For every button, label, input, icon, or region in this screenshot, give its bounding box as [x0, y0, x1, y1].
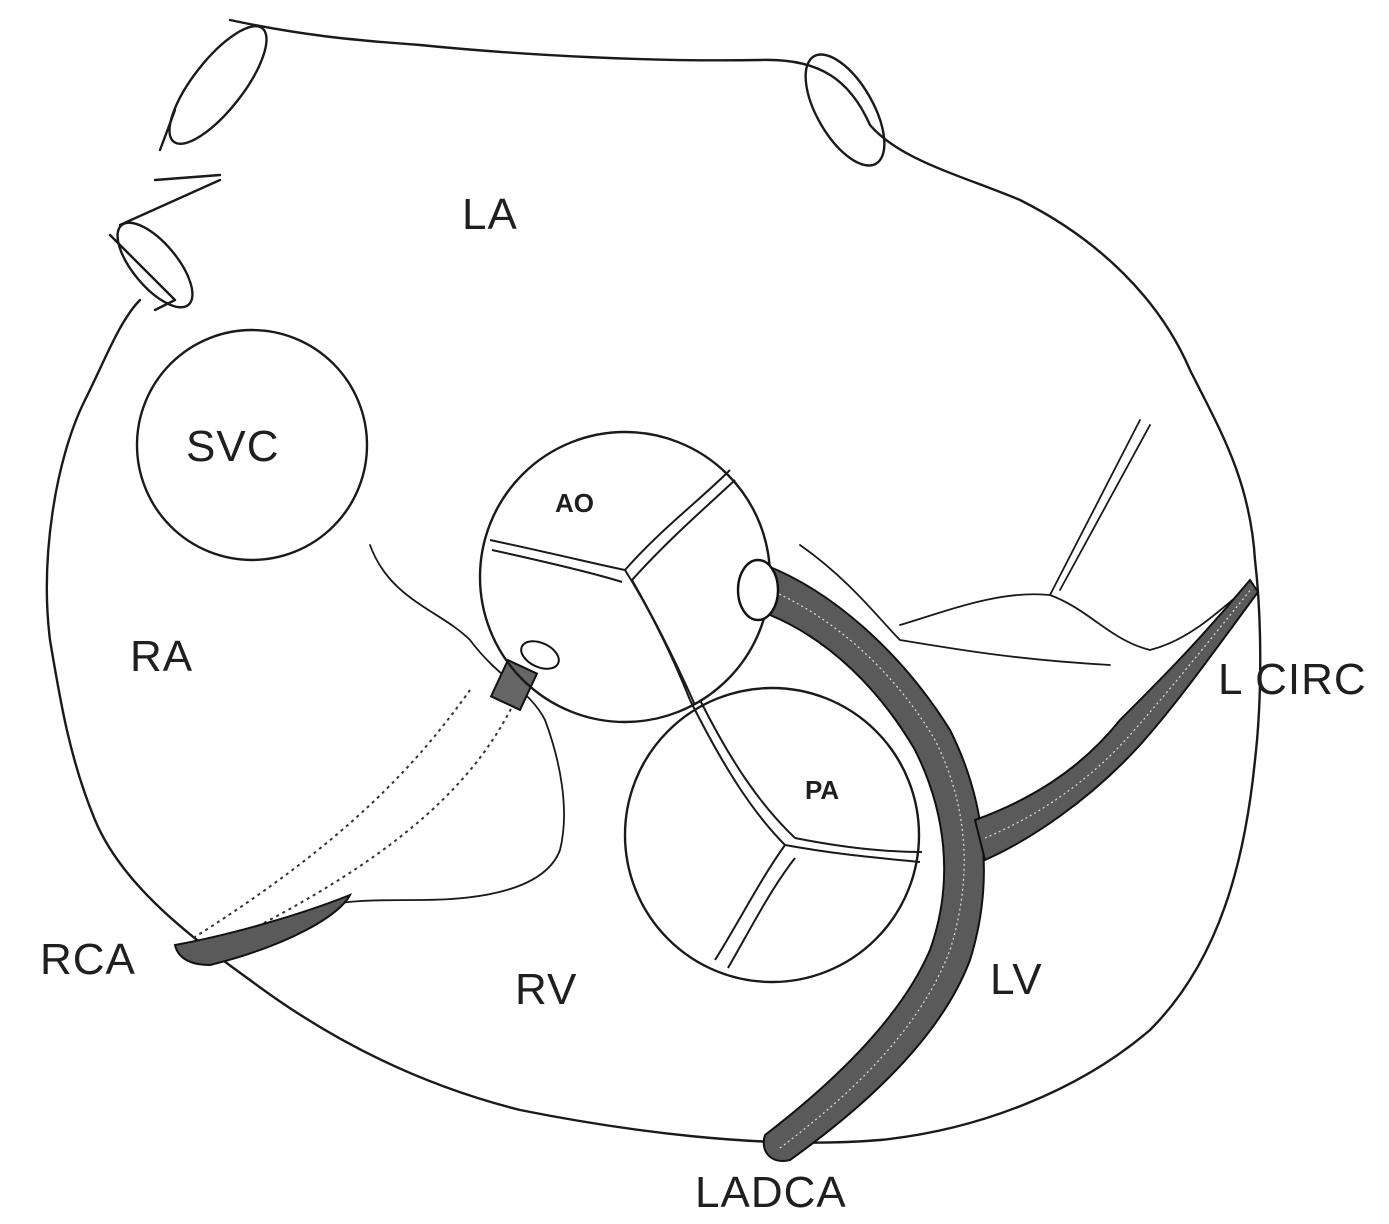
- rca-dotted-path-2: [200, 690, 520, 955]
- rca-vessel: [175, 895, 350, 965]
- rca-ostium: [491, 636, 563, 710]
- ao-label: AO: [555, 488, 594, 519]
- vein-stub-top-left: [154, 13, 282, 157]
- pa-label: PA: [805, 775, 839, 806]
- l-circ-label: L CIRC: [1218, 655, 1367, 705]
- vein-stub-mid-left: [105, 211, 206, 319]
- vein-stub-top-right: [790, 42, 900, 177]
- la-label: LA: [462, 190, 518, 240]
- ra-label: RA: [130, 632, 193, 682]
- atrial-ventricular-boundary: [310, 545, 564, 910]
- lv-septum-line: [1050, 420, 1150, 595]
- pa-circle: [625, 688, 919, 982]
- rca-label: RCA: [40, 935, 136, 985]
- lv-label: LV: [990, 955, 1043, 1005]
- heart-outline: [47, 20, 1260, 1143]
- svc-label: SVC: [186, 422, 279, 472]
- lad-ostium: [738, 560, 778, 620]
- circumflex-vessel: [975, 580, 1258, 860]
- ladca-label: LADCA: [695, 1168, 847, 1218]
- rv-label: RV: [515, 965, 577, 1015]
- lad-vessel: [764, 565, 984, 1161]
- vein-stub-mid-left-body: [110, 235, 175, 310]
